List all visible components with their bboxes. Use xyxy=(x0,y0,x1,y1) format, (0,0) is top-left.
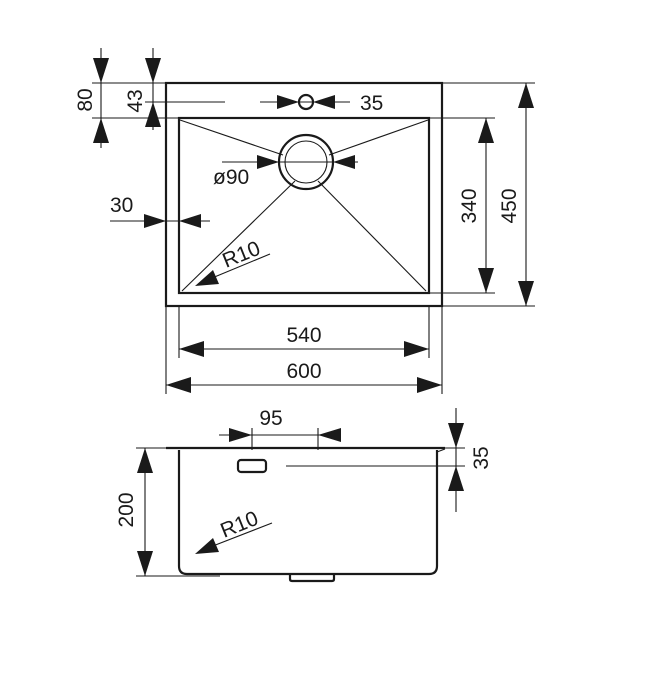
svg-text:43: 43 xyxy=(124,89,147,112)
dimension-340: 340 xyxy=(429,117,495,294)
svg-text:540: 540 xyxy=(286,324,321,347)
svg-text:95: 95 xyxy=(259,407,282,430)
top-view: 80 43 35 ø90 30 xyxy=(74,48,535,394)
svg-text:30: 30 xyxy=(110,194,133,217)
sink-outer-rim xyxy=(164,81,444,308)
dimension-95: 95 xyxy=(219,407,341,450)
dimension-diameter-90: ø90 xyxy=(213,155,358,189)
svg-text:R10: R10 xyxy=(217,507,261,543)
side-view-drain-outlet xyxy=(288,574,336,583)
dimension-540: 540 xyxy=(178,306,430,358)
svg-text:35: 35 xyxy=(470,446,493,469)
drain-slope-lines xyxy=(179,119,429,292)
svg-text:450: 450 xyxy=(498,188,521,223)
dimension-80: 80 xyxy=(74,48,179,148)
dimension-radius-r10-top: R10 xyxy=(195,237,271,286)
svg-text:ø90: ø90 xyxy=(213,166,249,189)
dimension-200: 200 xyxy=(115,447,220,577)
svg-text:35: 35 xyxy=(360,92,383,115)
side-view: 95 35 200 R10 xyxy=(115,407,493,583)
dimension-600: 600 xyxy=(165,306,443,394)
svg-text:600: 600 xyxy=(286,360,321,383)
dimension-450: 450 xyxy=(442,82,535,307)
dimension-30: 30 xyxy=(110,194,210,228)
svg-text:340: 340 xyxy=(458,188,481,223)
dimension-35-overflow: 35 xyxy=(260,92,383,115)
sink-bowl-outline xyxy=(177,116,431,295)
dimension-radius-r10-side: R10 xyxy=(195,507,273,554)
side-view-bowl xyxy=(177,450,439,576)
dimension-35-side: 35 xyxy=(286,408,493,512)
side-view-overflow-slot xyxy=(236,458,268,474)
svg-text:200: 200 xyxy=(115,492,138,527)
svg-text:R10: R10 xyxy=(219,237,263,273)
dimension-43: 43 xyxy=(124,48,225,130)
svg-text:80: 80 xyxy=(74,88,97,111)
